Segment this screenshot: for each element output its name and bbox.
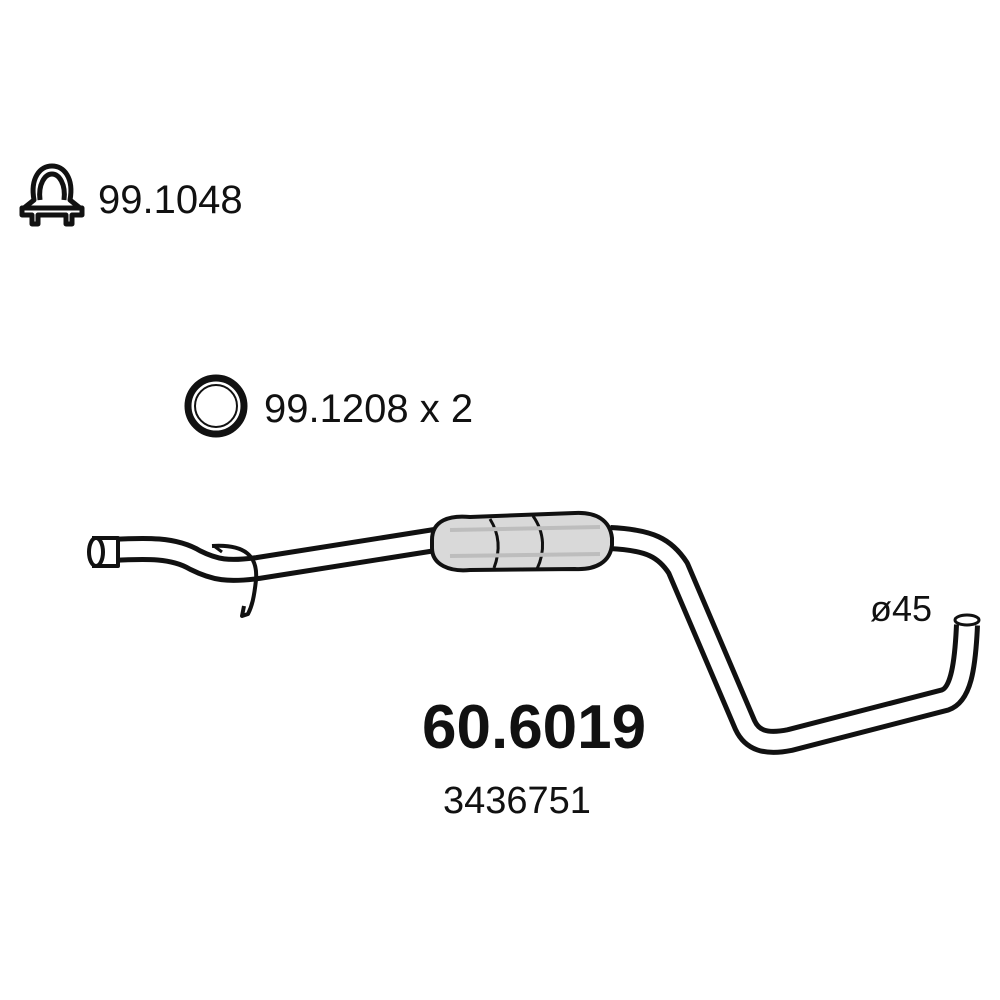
sealing-ring-icon	[184, 374, 248, 438]
oem-number: 3436751	[443, 780, 591, 822]
ring-part-code: 99.1208 x 2	[264, 387, 474, 431]
part-number: 60.6019	[422, 693, 647, 762]
exhaust-middle-pipe-icon	[87, 510, 981, 755]
pipe-diameter-label: ø45	[870, 588, 933, 629]
pipe-clamp-icon	[19, 163, 85, 227]
clamp-part-code: 99.1048	[98, 178, 243, 222]
